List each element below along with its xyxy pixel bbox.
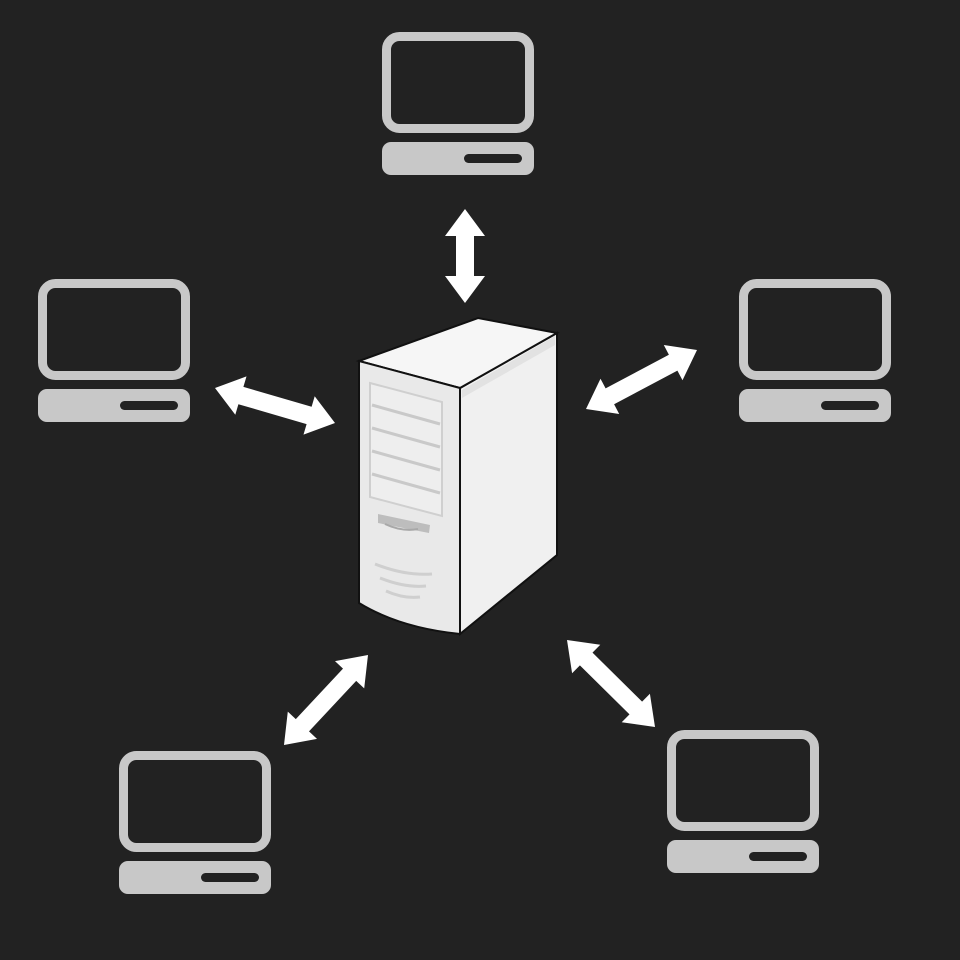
computers-layer <box>38 32 891 894</box>
server-tower-icon <box>355 316 560 637</box>
monitor-frame <box>739 279 891 380</box>
drive-slot <box>201 873 259 882</box>
drive-slot <box>821 401 879 410</box>
computer-icon <box>739 279 891 422</box>
computer-base <box>667 840 819 873</box>
bidirectional-arrow-icon <box>586 345 697 414</box>
server-drive-bay <box>369 381 443 518</box>
monitor-frame <box>667 730 819 831</box>
computer-icon <box>667 730 819 873</box>
server-vent <box>385 589 421 599</box>
server-vent <box>379 576 427 588</box>
monitor-frame <box>38 279 190 380</box>
computer-base <box>38 389 190 422</box>
computer-icon <box>119 751 271 894</box>
computer-base <box>382 142 534 175</box>
computer-base <box>739 389 891 422</box>
computer-icon <box>382 32 534 175</box>
monitor-frame <box>382 32 534 133</box>
drive-slot <box>464 154 522 163</box>
connections-layer <box>215 209 697 745</box>
drive-slot <box>749 852 807 861</box>
server-drive-slot <box>371 472 441 495</box>
server-drive-slot <box>371 403 441 426</box>
server-drive-tray <box>384 523 419 531</box>
computer-icon <box>38 279 190 422</box>
bidirectional-arrow-icon <box>445 209 485 303</box>
server-drive-slot <box>371 426 441 449</box>
drive-slot <box>120 401 178 410</box>
monitor-frame <box>119 751 271 852</box>
bidirectional-arrow-icon <box>567 640 655 727</box>
server-drive-slot <box>371 449 441 472</box>
bidirectional-arrow-icon <box>284 655 368 745</box>
computer-base <box>119 861 271 894</box>
server-side-shade <box>462 336 555 398</box>
server-vent <box>374 562 433 576</box>
server-node <box>355 316 560 637</box>
bidirectional-arrow-icon <box>215 376 335 435</box>
